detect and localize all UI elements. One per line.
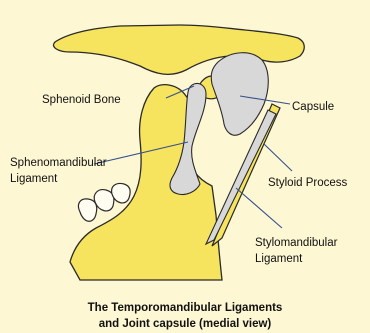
caption-line-1: The Temporomandibular Ligaments xyxy=(88,302,283,314)
label-sphenomandibular-1: Sphenomandibular xyxy=(10,157,107,169)
molar-1 xyxy=(78,199,96,221)
skull-base xyxy=(53,25,304,74)
label-stylomandibular-1: Stylomandibular xyxy=(255,237,338,249)
label-stylomandibular-2: Ligament xyxy=(255,253,303,265)
label-sphenomandibular-2: Ligament xyxy=(10,173,58,185)
leader-stylomandibular xyxy=(236,188,282,228)
label-styloid-process: Styloid Process xyxy=(268,177,348,189)
joint-capsule xyxy=(211,53,268,136)
caption-line-2: and Joint capsule (medial view) xyxy=(99,318,272,330)
label-capsule: Capsule xyxy=(292,101,334,113)
label-sphenoid-bone: Sphenoid Bone xyxy=(42,94,121,106)
leader-styloid xyxy=(264,144,292,171)
